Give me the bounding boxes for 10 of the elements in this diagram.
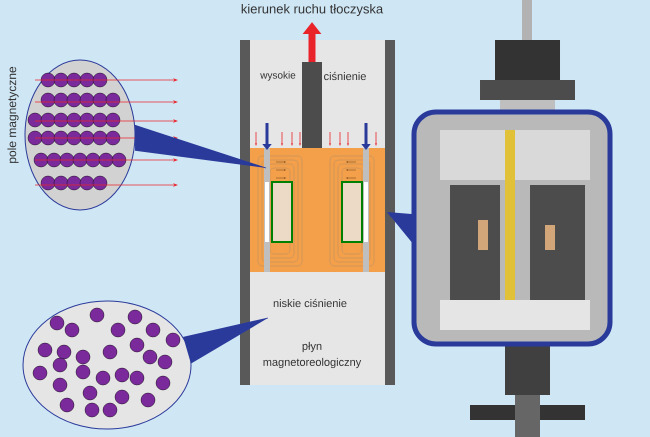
callout-pointer (134, 124, 266, 168)
magnified-fluid-bubble (22, 300, 192, 430)
text-label: płyn magnetoreologiczny (264, 342, 362, 368)
callout-pointer (182, 318, 268, 364)
text-label: ciśnienie (324, 72, 366, 80)
photo-inset (412, 110, 612, 346)
text-label: niskie ciśnienie (274, 298, 346, 308)
title: kierunek ruchu tłoczyska (242, 4, 384, 16)
callout-pointer (387, 212, 412, 242)
text-label: wysokie (260, 71, 296, 81)
